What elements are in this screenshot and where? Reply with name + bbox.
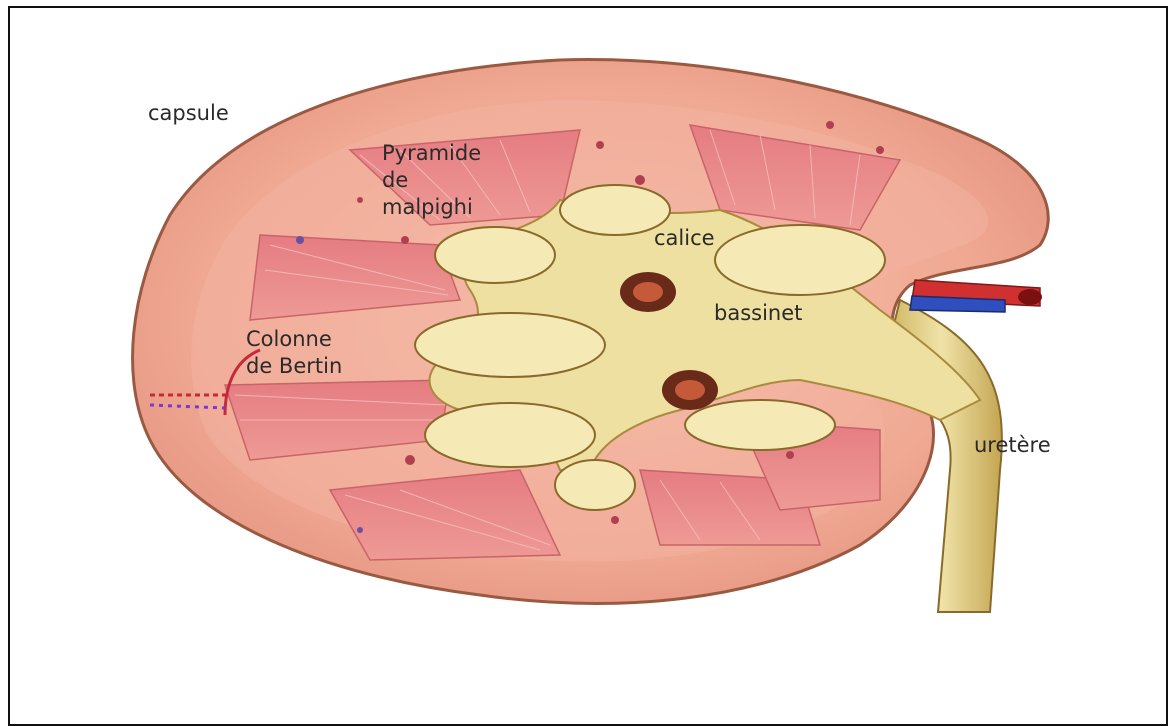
calyx-upper-left: [435, 227, 555, 283]
calyx-lower-left: [425, 403, 595, 467]
label-pyramide-line2: de: [382, 167, 481, 194]
label-uretere: uretère: [974, 432, 1051, 459]
label-colonne-line2: de Bertin: [246, 353, 342, 380]
calyx-middle-left: [415, 313, 605, 377]
calyx-upper-right: [715, 225, 885, 295]
label-bassinet: bassinet: [714, 300, 802, 327]
calyx-lower-right: [685, 400, 835, 450]
calyx-lower-center: [555, 460, 635, 510]
label-pyramide-line3: malpighi: [382, 194, 481, 221]
label-pyramide-de-malpighi: Pyramide de malpighi: [382, 140, 481, 221]
hilum-vessels: [910, 280, 1042, 312]
label-colonne-line1: Colonne: [246, 326, 342, 353]
label-capsule: capsule: [148, 100, 229, 127]
label-pyramide-line1: Pyramide: [382, 140, 481, 167]
label-colonne-de-bertin: Colonne de Bertin: [246, 326, 342, 380]
label-calice: calice: [654, 225, 715, 252]
